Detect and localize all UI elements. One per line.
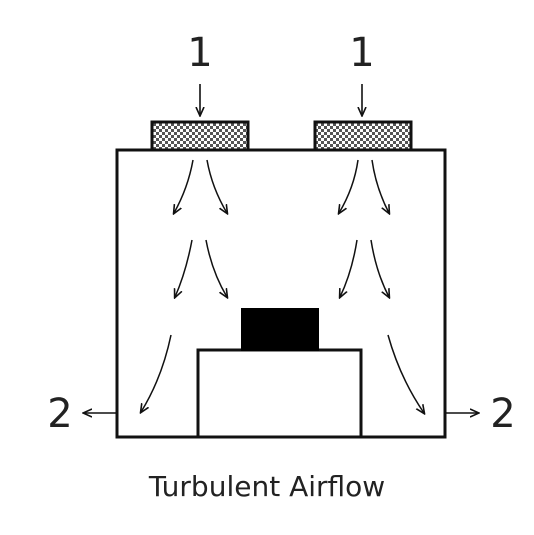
diagram-caption: Turbulent Airflow bbox=[148, 470, 386, 503]
inlet-label-right: 1 bbox=[349, 30, 374, 76]
inlet-label-left: 1 bbox=[187, 30, 212, 76]
filter-left bbox=[150, 120, 250, 152]
airflow-arrows-right bbox=[339, 159, 424, 413]
work-surface bbox=[196, 348, 363, 439]
outlet-label-left: 2 bbox=[47, 391, 72, 437]
outlet-label-right: 2 bbox=[490, 391, 515, 437]
object-block bbox=[241, 308, 319, 351]
filter-right bbox=[313, 120, 413, 152]
airflow-arrows-left bbox=[141, 159, 227, 412]
